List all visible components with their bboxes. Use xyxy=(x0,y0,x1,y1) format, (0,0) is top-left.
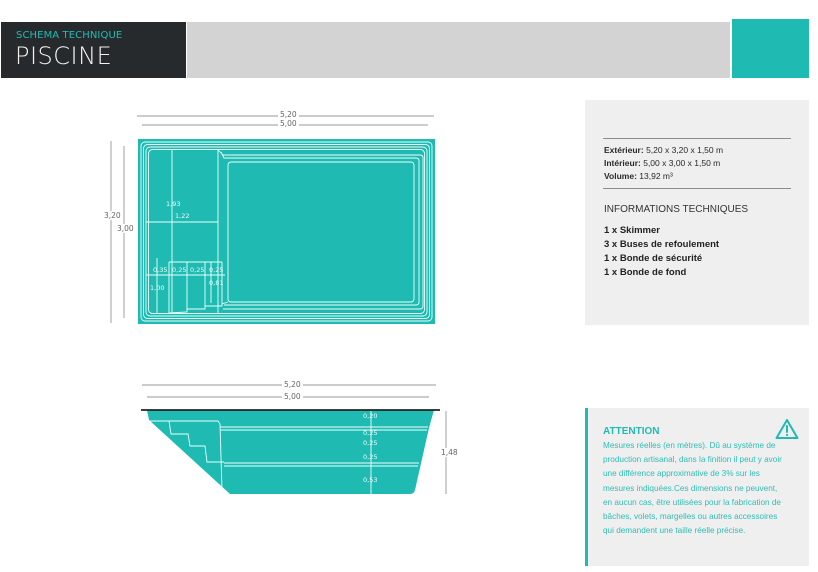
equipment-item: 3 x Buses de refoulement xyxy=(604,239,720,250)
spec-value: 13,92 m³ xyxy=(639,171,673,181)
divider xyxy=(603,138,791,139)
equipment-item: 1 x Skimmer xyxy=(604,225,660,236)
depth-3: 0,25 xyxy=(363,453,378,461)
depth-4: 0,53 xyxy=(363,476,378,484)
step-height: 1,00 xyxy=(150,284,165,292)
spec-value: 5,00 x 3,00 x 1,50 m xyxy=(643,158,721,168)
top-outer-width: 3,20 xyxy=(102,211,123,220)
attention-panel: ATTENTION Mesures réelles (en mètres). D… xyxy=(585,408,809,566)
warning-triangle-icon xyxy=(775,419,799,439)
bench-length: 1,93 xyxy=(166,200,181,208)
depth-1: 0,25 xyxy=(363,429,378,437)
side-outer-length: 5,20 xyxy=(282,380,303,389)
top-view-pool xyxy=(138,139,435,324)
header-title-block: SCHEMA TECHNIQUE PISCINE xyxy=(1,22,186,78)
depth-0: 0,20 xyxy=(363,412,378,420)
divider xyxy=(603,188,791,189)
step-a: 0,35 xyxy=(153,266,168,274)
spec-value: 5,20 x 3,20 x 1,50 m xyxy=(646,145,724,155)
page-title: PISCINE xyxy=(15,42,113,70)
side-total-depth: 1,48 xyxy=(439,448,460,457)
header-subtitle: SCHEMA TECHNIQUE xyxy=(16,30,123,41)
attention-text: Mesures réelles (en mètres). Dû au systè… xyxy=(603,441,782,536)
spec-volume: Volume: 13,92 m³ xyxy=(604,171,673,181)
depth-2: 0,25 xyxy=(363,439,378,447)
side-view-pool xyxy=(141,409,440,494)
side-inner-length: 5,00 xyxy=(282,392,303,401)
top-inner-width: 3,00 xyxy=(115,224,136,233)
step-c: 0,25 xyxy=(190,266,205,274)
header-bar xyxy=(187,22,730,78)
step-b: 0,25 xyxy=(172,266,187,274)
bench-width: 1,22 xyxy=(175,212,190,220)
equipment-item: 1 x Bonde de sécurité xyxy=(604,253,703,264)
accent-bar xyxy=(585,408,588,566)
spec-label: Extérieur: xyxy=(604,145,644,155)
spec-label: Intérieur: xyxy=(604,158,641,168)
spec-exterieur: Extérieur: 5,20 x 3,20 x 1,50 m xyxy=(604,145,723,155)
top-outer-length: 5,20 xyxy=(278,110,299,119)
spec-interieur: Intérieur: 5,00 x 3,00 x 1,50 m xyxy=(604,158,720,168)
info-heading: INFORMATIONS TECHNIQUES xyxy=(604,204,749,215)
top-inner-length: 5,00 xyxy=(278,119,299,128)
equipment-item: 1 x Bonde de fond xyxy=(604,267,687,278)
specs-panel: Extérieur: 5,20 x 3,20 x 1,50 m Intérieu… xyxy=(585,100,809,325)
step-d: 0,25 xyxy=(209,266,224,274)
header-accent-block xyxy=(732,19,809,78)
attention-title: ATTENTION xyxy=(603,426,660,437)
spec-label: Volume: xyxy=(604,171,637,181)
step-depth: 0,81 xyxy=(209,279,224,287)
